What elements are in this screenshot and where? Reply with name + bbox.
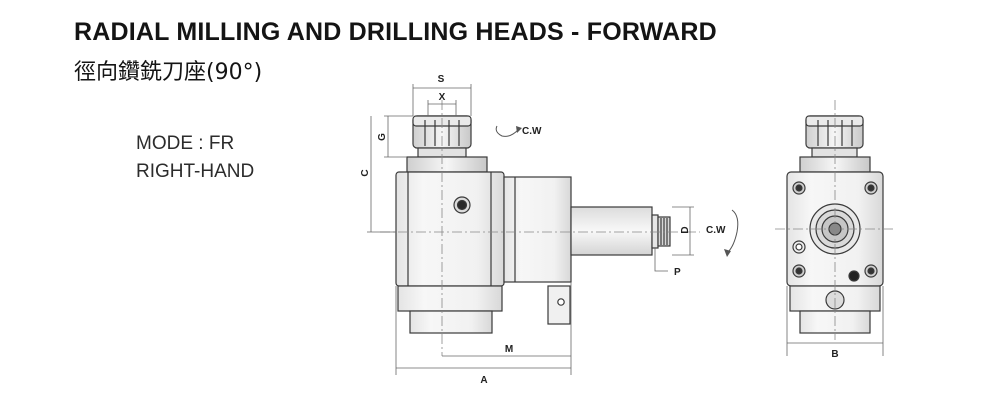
key-tab [547, 285, 571, 325]
rotation-arrow-top [495, 125, 522, 137]
rotation-arrow-side [724, 209, 739, 257]
dim-m-label: M [505, 344, 513, 355]
rotation-top-label: C.W [522, 126, 542, 137]
hand-line: RIGHT-HAND [136, 161, 255, 182]
dim-s-label: S [438, 74, 445, 85]
base-spigot [409, 310, 493, 334]
side-view [395, 115, 671, 334]
mode-line: MODE : FR [136, 133, 235, 154]
rotation-side-label: C.W [706, 225, 726, 236]
page-title: RADIAL MILLING AND DRILLING HEADS - FORW… [74, 18, 717, 46]
lower-block [397, 285, 503, 312]
dim-p-label: P [674, 267, 681, 278]
page-subtitle: 徑向鑽銑刀座(90°) [74, 60, 263, 85]
dim-c-label: C [360, 169, 371, 176]
dim-d-label: D [680, 226, 691, 233]
front-collet-nut [805, 115, 864, 158]
mode-label: MODE : FR RIGHT-HAND [136, 130, 254, 186]
spindle-flange [406, 156, 488, 173]
front-centerlines [775, 100, 895, 340]
dim-b-label: B [831, 349, 838, 360]
main-body [395, 171, 572, 287]
dim-g-label: G [377, 133, 388, 141]
side-dimensions [367, 84, 694, 375]
dim-x-label: X [439, 92, 446, 103]
oil-port-symbol [792, 240, 806, 254]
dim-a-label: A [480, 375, 487, 386]
output-shaft [570, 206, 671, 256]
body-port [453, 196, 471, 214]
side-centerlines [380, 100, 700, 356]
front-dimensions [786, 286, 884, 356]
